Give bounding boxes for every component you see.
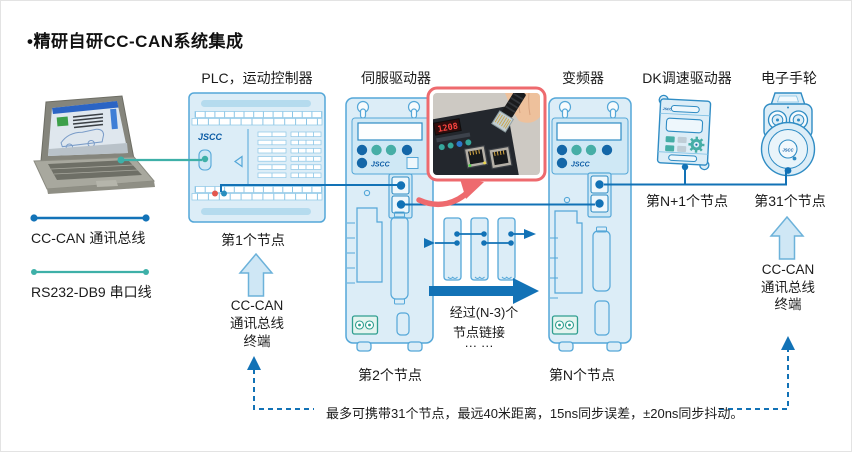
inverter-power-terminals <box>551 315 579 335</box>
plc-device: JSCC <box>188 92 326 223</box>
plc-triangle-mark <box>233 155 243 168</box>
laptop-image <box>33 95 156 194</box>
dk-brand-logo: JSCC <box>663 107 673 111</box>
chain-label-line1: 经过(N-3)个 <box>449 305 519 320</box>
legend-serial-line-sample <box>31 269 149 275</box>
handwheel-device: JSCC <box>760 92 816 177</box>
laptop-keyboard <box>48 160 142 180</box>
photo-rj45-port-2 <box>488 145 513 170</box>
device-label-handwheel: 电子手轮 <box>761 70 817 86</box>
node-label-31: 第31个节点 <box>754 193 826 209</box>
plc-can-terminal-blue-dot <box>221 190 227 197</box>
dashed-arrow-left-icon <box>247 356 314 410</box>
device-label-servo: 伺服驱动器 <box>361 70 431 86</box>
plc-brand-logo: JSCC <box>198 132 223 142</box>
inverter-buttons <box>556 144 613 169</box>
dk-drive-device: JSCC <box>656 94 712 171</box>
chain-label-line2: 节点链接 <box>452 325 506 340</box>
servo-port-out-dot <box>396 200 406 209</box>
inverter-brand-logo: JSCC <box>571 162 591 169</box>
handwheel-wheel: JSCC <box>760 121 816 177</box>
servo-drive-device: JSCC <box>345 97 434 352</box>
inverter-port-in-dot <box>595 199 604 208</box>
servo-power-terminals <box>351 315 379 335</box>
inverter-mount-keyholes <box>558 100 620 119</box>
dk-knob-icon <box>688 136 705 153</box>
laptop-screen-cad-content <box>48 108 128 156</box>
servo-brand-logo: JSCC <box>371 162 391 169</box>
terminator-label-left: CC-CAN 通讯总线 终端 <box>230 298 284 349</box>
device-label-dk-drive: DK调速驱动器 <box>642 70 732 86</box>
chain-label-ellipsis: … … <box>464 335 494 350</box>
plc-can-terminal-red-dot <box>212 190 218 197</box>
dashed-arrow-right-icon <box>719 336 795 410</box>
inverter-can-ports <box>587 172 612 218</box>
serial-connection-line <box>117 156 202 164</box>
terminator-label-right: CC-CAN 通讯总线 终端 <box>761 262 815 312</box>
red-curved-arrow-icon <box>416 179 484 208</box>
legend-label-serial: RS232-DB9 串口线 <box>31 284 152 300</box>
photo-drive-device: 1208 <box>433 106 521 175</box>
laptop-screen-titlebar <box>52 101 119 114</box>
plc-serial-port <box>198 149 212 171</box>
servo-mount-keyholes <box>356 100 421 119</box>
chain-daisy-wiring <box>424 229 536 248</box>
node-label-2: 第2个节点 <box>358 367 422 383</box>
node-label-n: 第N个节点 <box>548 367 616 383</box>
servo-buttons <box>356 144 413 169</box>
plc-top-terminal-strip <box>191 111 323 126</box>
terminator-up-arrow-left-icon <box>238 252 274 297</box>
photo-rj45-plug <box>491 93 526 133</box>
chain-node-devices <box>443 217 516 281</box>
chain-exit-arrow-icon <box>524 229 536 239</box>
inverter-port-out-dot <box>595 180 604 189</box>
terminator-up-arrow-right-icon <box>769 215 805 260</box>
device-label-plc: PLC，运动控制器 <box>201 70 313 86</box>
photo-led-display: 1208 <box>437 122 459 135</box>
spec-note: 最多可携带31个节点，最远40米距离，15ns同步误差，±20ns同步抖动。 <box>326 406 744 421</box>
dk-display <box>665 117 704 134</box>
device-label-inverter: 变频器 <box>562 70 604 86</box>
chain-entry-arrow-icon <box>424 238 435 248</box>
photo-rj45-port <box>463 145 489 169</box>
handwheel-brand-logo: JSCC <box>782 148 794 153</box>
photo-inset: 1208 <box>426 86 547 182</box>
servo-port-in-dot <box>396 181 406 190</box>
plc-bottom-terminal-strip <box>191 186 323 201</box>
legend-bus-line-sample <box>30 214 150 222</box>
legend-label-bus: CC-CAN 通讯总线 <box>31 230 146 246</box>
servo-display <box>357 122 423 141</box>
laptop-trackpad <box>96 180 118 187</box>
inverter-display <box>556 122 622 141</box>
node-label-n1: 第N+1个节点 <box>645 193 729 209</box>
plc-io-grid <box>257 131 322 178</box>
page-title: •精研自研CC-CAN系统集成 <box>27 32 244 51</box>
inverter-device: JSCC <box>548 97 632 352</box>
servo-can-ports <box>388 173 413 219</box>
big-right-arrow-icon <box>429 278 539 304</box>
node-label-1: 第1个节点 <box>221 232 285 248</box>
dk-buttons <box>665 136 687 153</box>
